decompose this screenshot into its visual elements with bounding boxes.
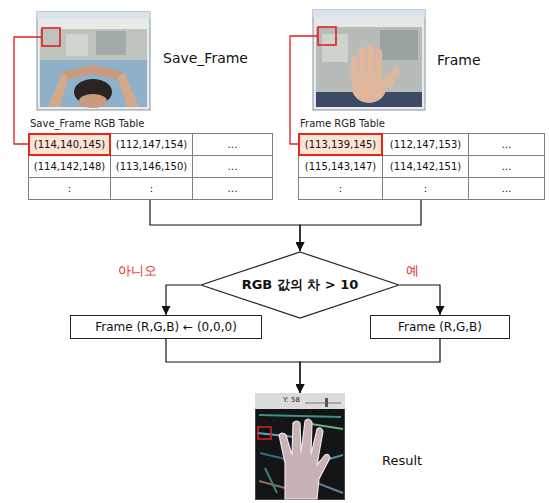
connector-arrow <box>166 339 300 393</box>
node-text: (112,147,154) <box>116 139 187 150</box>
frame-photo <box>313 10 425 17</box>
rgb-table: Frame RGB Table(113,139,145)(112,147,153… <box>298 133 544 199</box>
frame-photo <box>318 27 336 45</box>
table-cell: : <box>298 177 383 200</box>
connector-arrow <box>300 199 421 251</box>
screenshot-part <box>325 398 328 407</box>
process-box: Frame (R,G,B) ← (0,0,0) <box>70 315 262 339</box>
edge-label: 아니오 <box>116 262 159 280</box>
frame-photo <box>313 10 425 110</box>
node-text: … <box>502 139 512 150</box>
node-text: (114,142,148) <box>34 161 105 172</box>
table-cell: (114,140,145) <box>28 133 111 156</box>
table-cell: … <box>192 155 273 178</box>
save-frame-photo <box>96 31 126 55</box>
connector-arrow <box>400 285 440 315</box>
table-cell: … <box>468 133 545 156</box>
rgb-table: Save_Frame RGB Table(114,140,145)(112,14… <box>28 133 272 199</box>
node-text: Result <box>382 453 422 468</box>
result-screenshot <box>255 393 345 500</box>
table-cell: : <box>382 177 469 200</box>
frame-photo <box>316 18 422 107</box>
screenshot-part <box>255 393 345 409</box>
save-frame-photo <box>66 34 88 56</box>
table-cell: … <box>192 177 273 200</box>
screenshot-part <box>260 453 285 459</box>
node-text: Frame (R,G,B) ← (0,0,0) <box>95 320 237 334</box>
node-text: (112,147,153) <box>390 139 461 150</box>
node-text: : <box>424 183 427 194</box>
connector-arrow <box>150 199 300 251</box>
node-text: : <box>150 183 153 194</box>
frame-photo <box>313 10 425 110</box>
table-cell: : <box>110 177 193 200</box>
frame-photo <box>322 34 348 62</box>
screenshot-part <box>305 403 341 404</box>
table-cell: … <box>468 155 545 178</box>
save-frame-photo <box>37 12 150 19</box>
save-frame-photo <box>62 65 124 79</box>
node-text: Frame RGB Table <box>300 118 385 129</box>
table-cell: (114,142,148) <box>28 155 111 178</box>
screenshot-part <box>257 433 295 437</box>
table-cell: : <box>28 177 111 200</box>
table-cell: … <box>192 133 273 156</box>
save-frame-photo <box>40 20 147 107</box>
node-text: (114,140,145) <box>34 139 105 150</box>
screenshot-part <box>279 419 330 499</box>
node-text: (115,143,147) <box>305 161 376 172</box>
process-box: Frame (R,G,B) <box>370 315 510 339</box>
save-frame-photo <box>116 72 139 107</box>
screenshot-part <box>317 483 343 493</box>
node-text: : <box>68 183 71 194</box>
node-text: … <box>228 161 238 172</box>
screenshot-part <box>255 393 345 500</box>
table-cell: (112,147,153) <box>382 133 469 156</box>
screenshot-part <box>258 427 271 439</box>
node-text: (113,139,145) <box>305 139 376 150</box>
connector-arrow <box>300 339 440 393</box>
node-text: … <box>228 183 238 194</box>
connector-arrow <box>166 285 200 315</box>
table-cell: … <box>468 177 545 200</box>
screenshot-part <box>259 415 341 417</box>
node-text: Y: 58 <box>283 396 300 404</box>
save-frame-photo <box>37 12 150 110</box>
frame-photo <box>384 66 400 90</box>
decision-diamond: RGB 값의 차 > 10 <box>200 251 400 319</box>
table-cell: (115,143,147) <box>298 155 383 178</box>
node-text: Frame (R,G,B) <box>398 320 482 334</box>
node-text: (113,146,150) <box>116 161 187 172</box>
table-cell: (114,142,151) <box>382 155 469 178</box>
edge-label: 예 <box>404 262 421 280</box>
table-cell: (113,146,150) <box>110 155 193 178</box>
node-text: : <box>339 183 342 194</box>
table-cell: (113,139,145) <box>298 133 383 156</box>
table-cell: (112,147,154) <box>110 133 193 156</box>
result-image: Y: 58Result <box>255 393 345 500</box>
save-frame-photo <box>37 12 150 110</box>
node-text: … <box>502 161 512 172</box>
image-label: Save_Frame <box>163 50 248 66</box>
frame-photo <box>316 18 422 27</box>
image-label: Frame <box>437 52 481 68</box>
leader-line <box>14 36 318 144</box>
save-frame-photo <box>79 94 107 108</box>
node-text: RGB 값의 차 > 10 <box>242 276 359 294</box>
frame-photo <box>380 30 418 60</box>
frame-photo <box>352 73 386 103</box>
save-frame-photo <box>48 72 70 107</box>
save-frame-photo <box>40 60 147 107</box>
node-text: … <box>502 183 512 194</box>
screenshot-part <box>265 468 277 493</box>
decision-diamond <box>201 252 399 318</box>
node-text: Save_Frame RGB Table <box>30 118 144 129</box>
node-text: (114,142,151) <box>390 161 461 172</box>
node-text: … <box>228 139 238 150</box>
save-frame-photo <box>42 28 60 46</box>
